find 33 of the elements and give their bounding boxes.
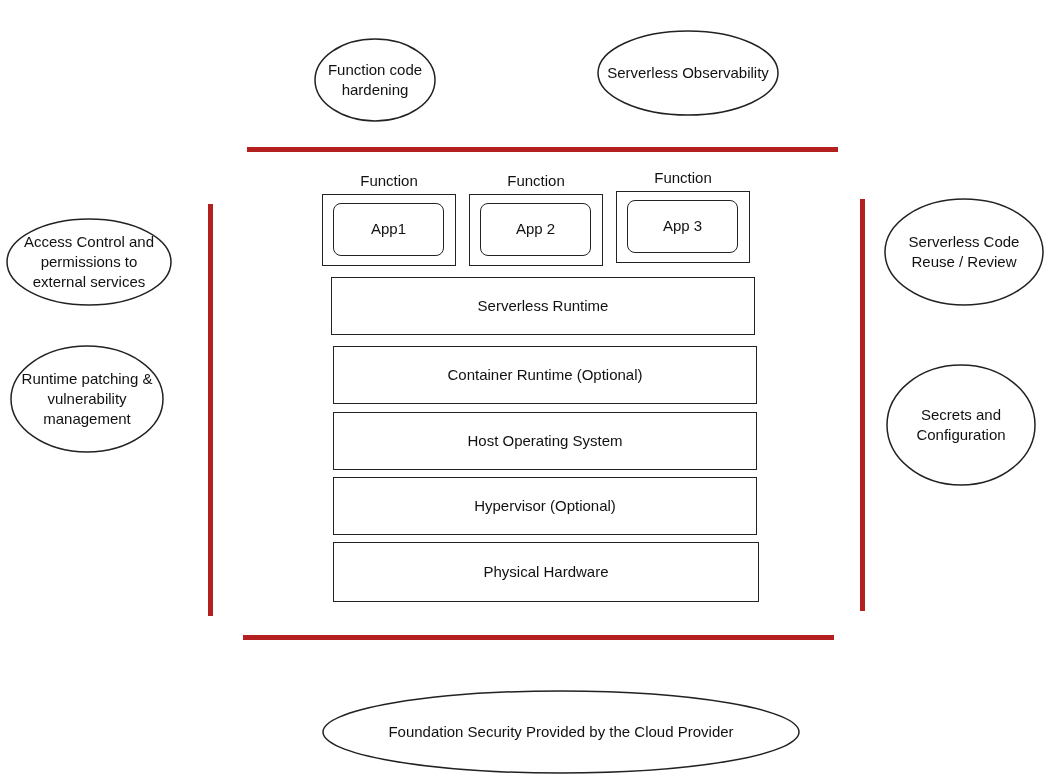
node-label: Container Runtime (Optional) [446,364,644,385]
layer-box [333,542,759,602]
ellipse-bubble [10,345,164,453]
node-label: App 3 [661,216,704,237]
app-box [333,203,444,256]
node-label: Access Control and permissions to external services [22,231,156,293]
node-label: Serverless Runtime [476,295,610,316]
app-box [480,203,591,256]
function-label: Function [506,171,566,191]
node-label: Physical Hardware [482,561,610,582]
layer-box [331,277,755,335]
ellipse-bubble [597,30,779,116]
app-box [627,200,738,253]
ellipse-bubble [886,364,1036,486]
node-label: Serverless Observability [606,62,770,83]
node-label: Runtime patching & vulnerability management [20,368,154,430]
node-label: Hypervisor (Optional) [473,495,617,516]
node-label: App1 [369,219,407,240]
node-label: Serverless Code Reuse / Review [907,231,1021,272]
layer-box [333,477,757,535]
ellipse-bubble [322,690,800,774]
node-label: Secrets and Configuration [915,404,1007,445]
function-label: Function [653,168,713,188]
ellipse-bubble [314,38,436,122]
layer-box [333,346,757,404]
layer-box [333,412,757,470]
node-label: Function code hardening [326,59,424,100]
function-label: Function [359,171,419,191]
node-label: App 2 [514,219,557,240]
node-label: Host Operating System [466,430,624,451]
node-label: Foundation Security Provided by the Cloud Provider [387,721,735,742]
ellipse-bubble [6,218,172,306]
ellipse-bubble [884,198,1044,306]
